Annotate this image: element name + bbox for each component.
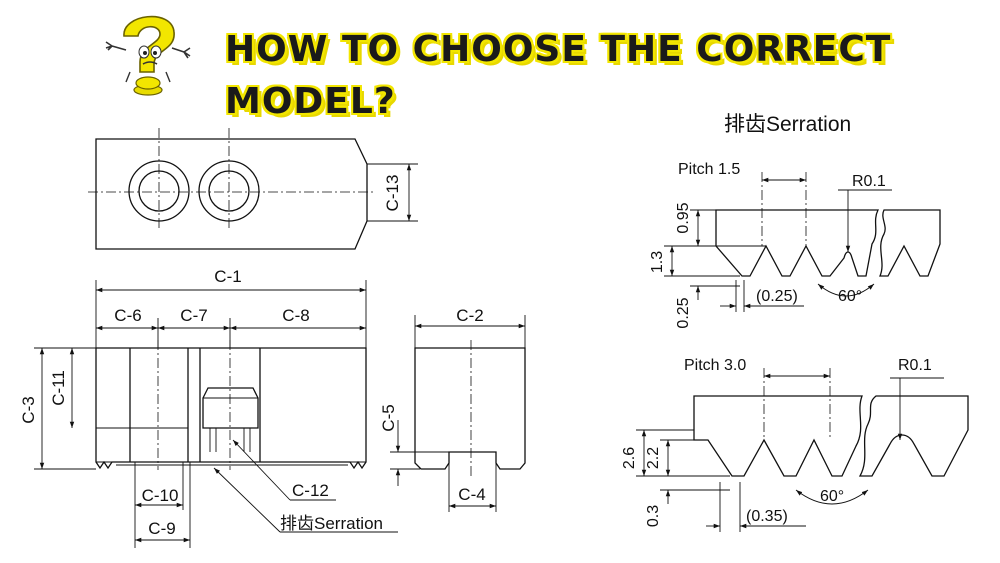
top-view: C-13 <box>88 128 418 250</box>
coarse-dim-22: 2.2 <box>645 447 662 469</box>
coarse-dim-03: 0.3 <box>645 505 662 527</box>
dim-c1: C-1 <box>214 267 241 286</box>
fine-dim-13: 1.3 <box>649 251 666 273</box>
serration-title: 排齿Serration <box>724 113 851 136</box>
dim-c13: C-13 <box>383 175 402 212</box>
coarse-tip-label: (0.35) <box>746 508 788 525</box>
fine-angle-label: 60° <box>838 288 862 305</box>
side-view: C-2 C-5 C-4 <box>379 306 526 512</box>
dim-c4: C-4 <box>458 485 485 504</box>
fine-dim-025: 0.25 <box>675 297 692 328</box>
front-serration-label: 排齿Serration <box>280 514 383 533</box>
dim-c3: C-3 <box>19 396 38 423</box>
dim-c6: C-6 <box>114 306 141 325</box>
coarse-angle-label: 60° <box>820 488 844 505</box>
fine-dim-095: 0.95 <box>675 202 692 233</box>
dim-c5: C-5 <box>379 404 398 431</box>
dim-c2: C-2 <box>456 306 483 325</box>
fine-pitch-label: Pitch 1.5 <box>678 161 740 178</box>
coarse-serration-profile: Pitch 3.0 R0.1 2.6 2.2 0.3 (0.35) 60° <box>621 357 969 532</box>
dim-c9: C-9 <box>148 519 175 538</box>
coarse-dim-26: 2.6 <box>621 447 638 469</box>
front-view: C-1 C-6 C-7 C-8 C-3 C-11 C- <box>19 267 398 548</box>
dim-c8: C-8 <box>282 306 309 325</box>
dim-c10: C-10 <box>142 486 179 505</box>
fine-serration-profile: Pitch 1.5 R0.1 0.95 1.3 0.25 (0.25) 60° <box>649 161 941 329</box>
dim-c11: C-11 <box>49 370 68 406</box>
header: HOW TO CHOOSE THE CORRECT MODEL? <box>0 0 1000 122</box>
dim-c7: C-7 <box>180 306 207 325</box>
page-title: HOW TO CHOOSE THE CORRECT MODEL? <box>225 29 892 122</box>
fine-tip-label: (0.25) <box>756 288 798 305</box>
question-mark-mascot-icon <box>105 15 191 96</box>
coarse-radius-label: R0.1 <box>898 357 932 374</box>
coarse-pitch-label: Pitch 3.0 <box>684 357 746 374</box>
dim-c12: C-12 <box>292 481 329 500</box>
fine-radius-label: R0.1 <box>852 173 886 190</box>
